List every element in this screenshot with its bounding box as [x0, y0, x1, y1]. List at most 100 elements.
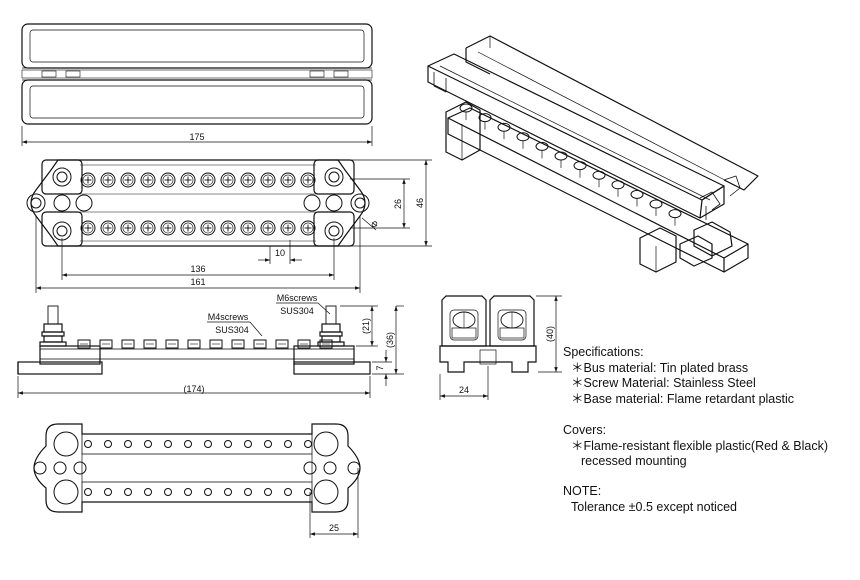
plan-view	[30, 159, 366, 247]
m6-callout-line2: SUS304	[280, 306, 314, 316]
bottom-hole-top	[184, 440, 192, 448]
specifications-block: Specifications: ＊Bus material: Tin plate…	[563, 345, 794, 407]
side-screw-head	[121, 339, 135, 349]
stud-core	[328, 225, 340, 237]
bottom-small-hole	[73, 461, 87, 475]
covers-heading: Covers:	[563, 423, 607, 437]
link-hole	[303, 194, 321, 212]
terminal-screw-top	[140, 172, 156, 188]
side-features	[77, 339, 333, 349]
iso-screw-head	[630, 189, 644, 199]
bottom-hole-top	[244, 440, 252, 448]
bottom-large-hole	[53, 479, 79, 505]
terminal-screw-top	[100, 172, 116, 188]
bottom-hole-top	[224, 440, 232, 448]
covers-item: ＊Flame-resistant flexible plastic(Red & …	[571, 438, 829, 453]
iso-screw-head	[554, 151, 568, 161]
bottom-hole-bottom	[184, 488, 192, 496]
stud-hex	[324, 221, 344, 241]
bottom-view	[33, 423, 361, 513]
bottom-hole-bottom	[304, 488, 312, 496]
terminal-screw-top	[280, 172, 296, 188]
bottom-hole-bottom	[164, 488, 172, 496]
side-dimensions	[17, 305, 404, 398]
dim-end-height-label: (40)	[545, 326, 555, 342]
end-view-dimensions	[439, 295, 562, 400]
terminal-screw-bottom	[160, 220, 176, 236]
side-screw-head	[253, 339, 267, 349]
m4-callout-line2: SUS304	[215, 325, 249, 335]
dim-inner-height-label: 26	[393, 199, 403, 209]
side-screw-head	[77, 339, 91, 349]
stud-hex	[52, 221, 72, 241]
bottom-hole-bottom	[244, 488, 252, 496]
terminal-screw-bottom	[220, 220, 236, 236]
bottom-hole-top	[84, 440, 92, 448]
bottom-small-hole	[303, 461, 317, 475]
side-callouts	[207, 302, 331, 337]
bottom-hole-bottom	[144, 488, 152, 496]
bottom-dimensions	[309, 468, 359, 538]
bottom-hole-top	[124, 440, 132, 448]
bottom-hole-bottom	[224, 488, 232, 496]
bottom-hole-bottom	[204, 488, 212, 496]
m6-callout-line1: M6screws	[277, 293, 318, 303]
terminal-screw-top	[180, 172, 196, 188]
bottom-hole-bottom	[104, 488, 112, 496]
bottom-hole-top	[164, 440, 172, 448]
bottom-hole-top	[144, 440, 152, 448]
dim-base-height-label: 7	[375, 365, 385, 370]
side-screw-head	[143, 339, 157, 349]
bottom-small-hole	[323, 461, 337, 475]
note-text: Tolerance ±0.5 except noticed	[571, 499, 737, 514]
iso-screw-head	[649, 199, 663, 209]
top-view	[21, 23, 373, 125]
side-screw-head	[99, 339, 113, 349]
stud-core	[56, 171, 68, 183]
side-screw-head	[209, 339, 223, 349]
terminal-screw-bottom	[260, 220, 276, 236]
terminal-screw-bottom	[240, 220, 256, 236]
iso-screw-head	[668, 209, 682, 219]
side-screw-head	[165, 339, 179, 349]
bottom-hole-top	[264, 440, 272, 448]
terminal-screw-bottom	[120, 220, 136, 236]
isometric-view	[427, 35, 759, 273]
specifications-heading: Specifications:	[563, 345, 644, 359]
end-view	[439, 295, 537, 373]
m4-callout-line1: M4screws	[208, 312, 249, 322]
plan-features	[26, 167, 370, 241]
dim-end-pitch-label: 25	[329, 523, 339, 533]
terminal-screw-bottom	[180, 220, 196, 236]
terminal-screw-bottom	[140, 220, 156, 236]
terminal-screw-top	[120, 172, 136, 188]
dim-total-height-label: (36)	[385, 332, 395, 348]
bottom-hole-bottom	[264, 488, 272, 496]
side-view	[17, 305, 371, 375]
terminal-screw-top	[160, 172, 176, 188]
stud-core	[328, 171, 340, 183]
side-screw-head	[319, 339, 333, 349]
bottom-hole-bottom	[84, 488, 92, 496]
terminal-screw-bottom	[80, 220, 96, 236]
side-screw-head	[275, 339, 289, 349]
dim-end-width-label: 24	[459, 385, 469, 395]
mounting-hole-inner	[354, 197, 366, 209]
side-screw-head	[231, 339, 245, 349]
iso-screw-head	[592, 170, 606, 180]
terminal-screw-bottom	[200, 220, 216, 236]
iso-screw-head	[573, 161, 587, 171]
bottom-large-hole	[53, 431, 79, 457]
iso-screw-head	[611, 180, 625, 190]
dim-top-width	[21, 126, 373, 146]
spec-base-material: ＊Base material: Flame retardant plastic	[571, 391, 795, 406]
terminal-screw-top	[260, 172, 276, 188]
stud-hex	[52, 167, 72, 187]
terminal-screw-bottom	[100, 220, 116, 236]
note-block: NOTE: Tolerance ±0.5 except noticed	[563, 484, 737, 515]
terminal-screw-top	[240, 172, 256, 188]
dim-side-length-label: (174)	[183, 384, 204, 394]
isometric-screw-row	[459, 103, 682, 226]
side-screw-head	[187, 339, 201, 349]
